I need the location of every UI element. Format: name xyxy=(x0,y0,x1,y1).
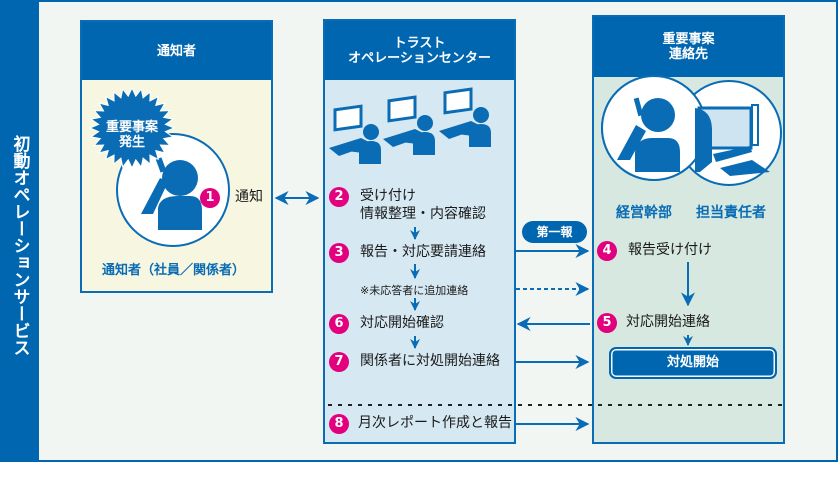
operator-workstation-icon xyxy=(439,87,491,147)
contacts-title-line1: 重要事案 xyxy=(662,32,715,47)
operator-workstation-icon xyxy=(329,104,381,164)
executive-figure xyxy=(617,97,680,172)
step-7-label: 関係者に対処開始連絡 xyxy=(360,353,500,369)
notifier-header: 通知者 xyxy=(82,22,271,80)
step-badge-5: 5 xyxy=(597,313,617,333)
step-3-label: 報告・対応要請連絡 xyxy=(360,244,486,260)
contacts-header: 重要事案 連絡先 xyxy=(594,17,783,77)
step-6-label: 対応開始確認 xyxy=(360,315,444,331)
managers-caption: 担当責任者 xyxy=(696,205,766,221)
operation-center-title-line1: トラスト xyxy=(393,35,446,51)
operators-icon xyxy=(329,87,491,164)
step-2-label: 受け付け xyxy=(360,188,416,204)
step-1-label: 通知 xyxy=(235,189,263,205)
notifier-caption: 通知者（社員／関係者） xyxy=(102,263,246,278)
manager-desk-icon xyxy=(601,75,782,186)
notifier-header-title: 通知者 xyxy=(156,43,196,59)
operation-center-title-line2: オペレーションセンター xyxy=(348,50,491,66)
operator-workstation-icon xyxy=(383,95,435,155)
notifier-person-icon xyxy=(116,133,230,247)
step-8-label: 月次レポート作成と報告 xyxy=(358,415,512,431)
first-report-badge: 第一報 xyxy=(522,221,587,243)
burst-line2: 発生 xyxy=(118,135,145,150)
step-2-sublabel: 情報整理・内容確認 xyxy=(360,206,486,222)
operation-center-panel: トラスト オペレーションセンター xyxy=(323,19,516,444)
response-start-box: 対処開始 xyxy=(609,347,777,379)
step-badge-3: 3 xyxy=(329,243,349,263)
burst-line1: 重要事案 xyxy=(105,120,158,135)
step-badge-1: 1 xyxy=(200,188,220,208)
additional-contact-note: ※未応答者に追加連絡 xyxy=(360,284,469,297)
step-badge-6: 6 xyxy=(329,314,349,334)
sidebar-label: 初動オペレーションサービス xyxy=(9,134,30,356)
step-4-label: 報告受け付け xyxy=(628,242,712,258)
executives-caption: 経営幹部 xyxy=(616,205,672,221)
step-5-label: 対応開始連絡 xyxy=(626,314,710,330)
incident-burst-icon xyxy=(88,86,176,170)
step-badge-2: 2 xyxy=(329,187,349,207)
service-sidebar: 初動オペレーションサービス xyxy=(0,0,39,462)
operation-center-header: トラスト オペレーションセンター xyxy=(325,21,514,80)
step-badge-4: 4 xyxy=(597,241,617,261)
step-badge-7: 7 xyxy=(329,352,349,372)
burst-shape xyxy=(88,86,176,170)
incident-burst-label: 重要事案 発生 xyxy=(96,120,168,150)
step-badge-8: 8 xyxy=(329,414,349,434)
contacts-title-line2: 連絡先 xyxy=(668,47,708,62)
